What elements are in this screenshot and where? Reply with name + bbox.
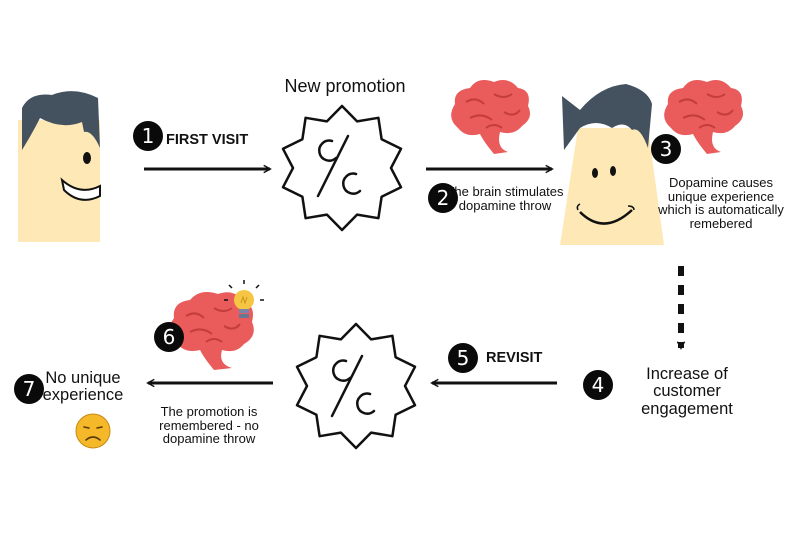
smiling-person-icon bbox=[560, 84, 664, 245]
revisit-label: REVISIT bbox=[486, 350, 543, 366]
engagement-label: Increase of customer engagement bbox=[641, 365, 733, 418]
step-7-number: 7 bbox=[14, 374, 44, 404]
first-visit-label: FIRST VISIT bbox=[166, 132, 249, 148]
no-unique-experience-label: No unique experience bbox=[42, 369, 124, 405]
brain-icon bbox=[451, 80, 530, 154]
discount-badge-icon bbox=[295, 322, 417, 450]
happy-person-icon bbox=[18, 91, 101, 242]
new-promotion-label: New promotion bbox=[284, 76, 406, 96]
discount-badge-icon bbox=[281, 104, 403, 232]
step-6-number: 6 bbox=[154, 322, 184, 352]
step-2-number: 2 bbox=[428, 183, 458, 213]
step-5-number: 5 bbox=[448, 343, 478, 373]
step-3-number: 3 bbox=[651, 134, 681, 164]
step-1-number: 1 bbox=[133, 121, 163, 151]
brain-icon bbox=[664, 80, 743, 154]
dopamine-stimulation-label: The brain stimulates dopamine throw bbox=[446, 184, 564, 213]
sad-face-icon bbox=[75, 413, 111, 449]
brain-lightbulb-icon bbox=[169, 280, 264, 370]
remembered-note: The promotion is remembered - no dopamin… bbox=[159, 404, 259, 447]
step-4-number: 4 bbox=[583, 370, 613, 400]
unique-experience-label: Dopamine causes unique experience which … bbox=[658, 175, 784, 231]
